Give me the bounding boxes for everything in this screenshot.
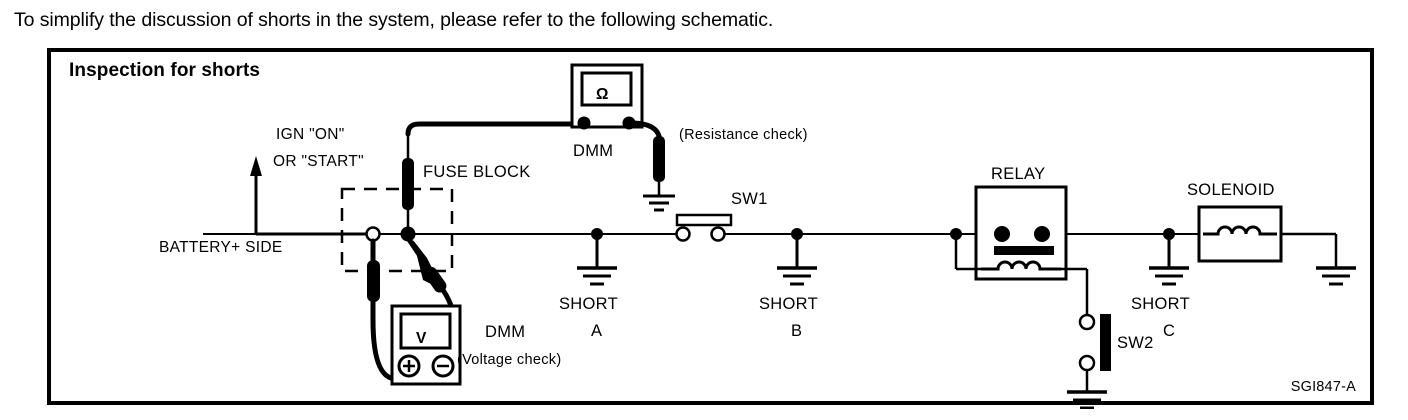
voltage-probe-positive <box>367 238 394 381</box>
sw2-blade <box>1100 314 1111 371</box>
short-b-label-line1: SHORT <box>759 295 818 313</box>
sw2-ground-icon <box>1067 390 1107 409</box>
short-c-ground-icon <box>1149 266 1189 286</box>
ign-start-label: OR "START" <box>273 153 364 170</box>
sw1-terminal-right <box>710 226 726 242</box>
sw2-switch <box>1067 313 1111 409</box>
relay-armature <box>994 246 1054 255</box>
relay-component <box>950 185 1068 281</box>
solenoid-coil-icon <box>1203 225 1277 236</box>
ohm-lead-ground-icon <box>643 194 675 212</box>
short-b-tap <box>777 228 817 286</box>
resistance-check-note: (Resistance check) <box>679 127 808 143</box>
dmm-volt-terminal-positive <box>397 354 421 378</box>
figure-code-label: SGI847-A <box>1290 379 1356 395</box>
solenoid-component <box>1197 205 1283 263</box>
relay-coil-icon <box>981 260 1061 271</box>
sw1-switch <box>675 213 733 242</box>
sw1-terminal-left <box>675 226 691 242</box>
relay-contact-left <box>994 226 1010 242</box>
relay-coil-feed-junction <box>950 228 962 240</box>
sw2-terminal-bottom <box>1078 354 1096 372</box>
resistance-test-lead-right <box>628 120 665 196</box>
ohm-symbol-icon: Ω <box>596 86 609 103</box>
sw2-terminal-top <box>1078 313 1096 331</box>
ign-on-label: IGN "ON" <box>276 126 345 143</box>
dmm-voltmeter: V <box>390 304 462 386</box>
schematic-drawing: BATTERY+ SIDE IGN "ON" OR "START" FUSE B… <box>159 63 1356 409</box>
page-title: Inspection for shorts <box>69 60 261 81</box>
short-c-label-line1: SHORT <box>1131 295 1190 313</box>
short-b-ground-icon <box>777 266 817 286</box>
dmm-volt-label: DMM <box>485 323 525 341</box>
short-c-label-line2: C <box>1163 322 1175 340</box>
solenoid-label: SOLENOID <box>1187 181 1275 199</box>
sw2-label: SW2 <box>1117 334 1154 352</box>
dmm-ohm-label: DMM <box>573 142 613 160</box>
dmm-volt-terminal-negative <box>431 354 455 378</box>
fuse-block-label: FUSE BLOCK <box>423 163 531 181</box>
short-a-ground-icon <box>577 266 617 286</box>
short-c-tap <box>1149 228 1189 286</box>
solenoid-ground-icon <box>1316 266 1356 286</box>
volt-symbol-icon: V <box>416 330 427 347</box>
sw1-label: SW1 <box>731 190 768 208</box>
battery-side-label: BATTERY+ SIDE <box>159 239 283 256</box>
relay-contact-right <box>1034 226 1050 242</box>
fuse-element <box>402 130 414 234</box>
resistance-test-lead-left <box>405 121 574 137</box>
fuse-block-enclosure <box>340 187 454 273</box>
relay-label: RELAY <box>991 165 1045 183</box>
sw1-blade <box>675 213 733 227</box>
short-a-label-line1: SHORT <box>559 295 618 313</box>
dmm-ohmmeter: Ω <box>570 63 644 130</box>
battery-feed-arrow <box>250 156 371 236</box>
dmm-ohm-terminal-left <box>577 116 591 130</box>
intro-caption: To simplify the discussion of shorts in … <box>14 9 774 31</box>
short-b-label-line2: B <box>791 322 802 340</box>
relay-coil-to-sw2-wire <box>1061 267 1089 315</box>
short-a-label-line2: A <box>591 322 602 340</box>
short-a-tap <box>577 228 617 286</box>
voltage-check-note: (Voltage check) <box>457 352 561 368</box>
schematic-panel: Inspection for shorts BATTERY+ SIDE IGN … <box>47 48 1374 409</box>
solenoid-ground-leg <box>1281 232 1356 286</box>
